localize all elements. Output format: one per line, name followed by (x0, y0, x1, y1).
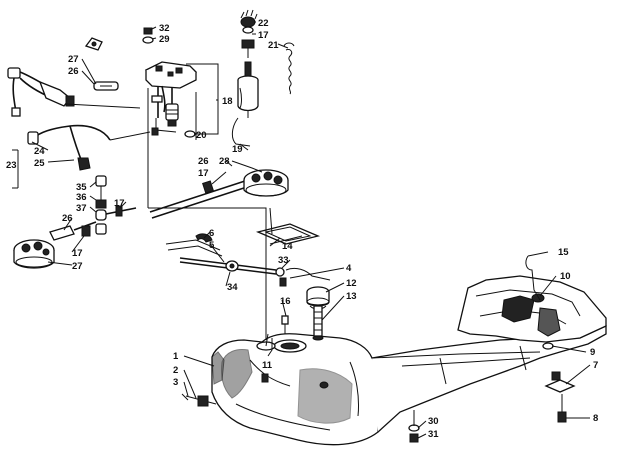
callout-17: 17 (258, 30, 269, 41)
callout-31: 31 (428, 429, 439, 440)
callout-17-right: 17 (114, 198, 125, 209)
callout-28: 28 (219, 156, 230, 167)
callout-26-low: 26 (62, 213, 73, 224)
callout-10: 10 (560, 271, 571, 282)
spring-icon (283, 42, 295, 95)
fuel-cap-icon (243, 169, 289, 197)
fuel-pump-icon (144, 61, 219, 208)
callout-27-low: 27 (72, 261, 83, 272)
callout-22: 22 (258, 18, 269, 29)
wiring-harness-icon (7, 37, 151, 189)
callout-13: 13 (346, 291, 357, 302)
callout-6: 6 (209, 228, 214, 239)
callout-15: 15 (558, 247, 569, 258)
callout-30: 30 (428, 416, 439, 427)
callout-32: 32 (159, 23, 170, 34)
callout-34: 34 (227, 282, 238, 293)
callout-35: 35 (76, 182, 87, 193)
callout-29: 29 (159, 34, 170, 45)
callout-1: 1 (173, 351, 179, 362)
callout-8: 8 (593, 413, 598, 424)
callout-9: 9 (590, 347, 595, 358)
callout-26: 26 (68, 66, 79, 77)
leader-lines (31, 21, 591, 439)
callout-3: 3 (173, 377, 178, 388)
callout-labels: 32 29 22 17 21 27 26 18 20 19 23 24 25 2… (6, 18, 598, 440)
callout-4: 4 (346, 263, 352, 274)
callout-20: 20 (196, 130, 207, 141)
callout-2: 2 (173, 365, 178, 376)
callout-12: 12 (346, 278, 357, 289)
fuel-filter-icon (231, 9, 259, 147)
callout-27: 27 (68, 54, 79, 65)
callout-16: 16 (280, 296, 291, 307)
grommet-icon (142, 27, 554, 350)
fuel-gauge-icon (306, 286, 330, 341)
callout-14: 14 (282, 241, 293, 252)
callout-24: 24 (34, 146, 45, 157)
callout-7: 7 (593, 360, 598, 371)
callout-17-mid: 17 (198, 168, 209, 179)
callout-11: 11 (262, 360, 273, 371)
bolt-icon (181, 277, 576, 443)
callout-25: 25 (34, 158, 45, 169)
fuel-cap-lower-icon (13, 239, 55, 269)
callout-36: 36 (76, 192, 87, 203)
callout-5: 5 (209, 240, 215, 251)
callout-18: 18 (222, 96, 233, 107)
callout-17-low: 17 (72, 248, 83, 259)
callout-23: 23 (6, 160, 17, 171)
hose-icon (49, 175, 331, 334)
fuel-tank-icon (211, 275, 607, 446)
callout-33: 33 (278, 255, 289, 266)
callout-21: 21 (268, 40, 279, 51)
callout-26-mid: 26 (198, 156, 209, 167)
callout-19: 19 (232, 144, 243, 155)
callout-37: 37 (76, 203, 87, 214)
